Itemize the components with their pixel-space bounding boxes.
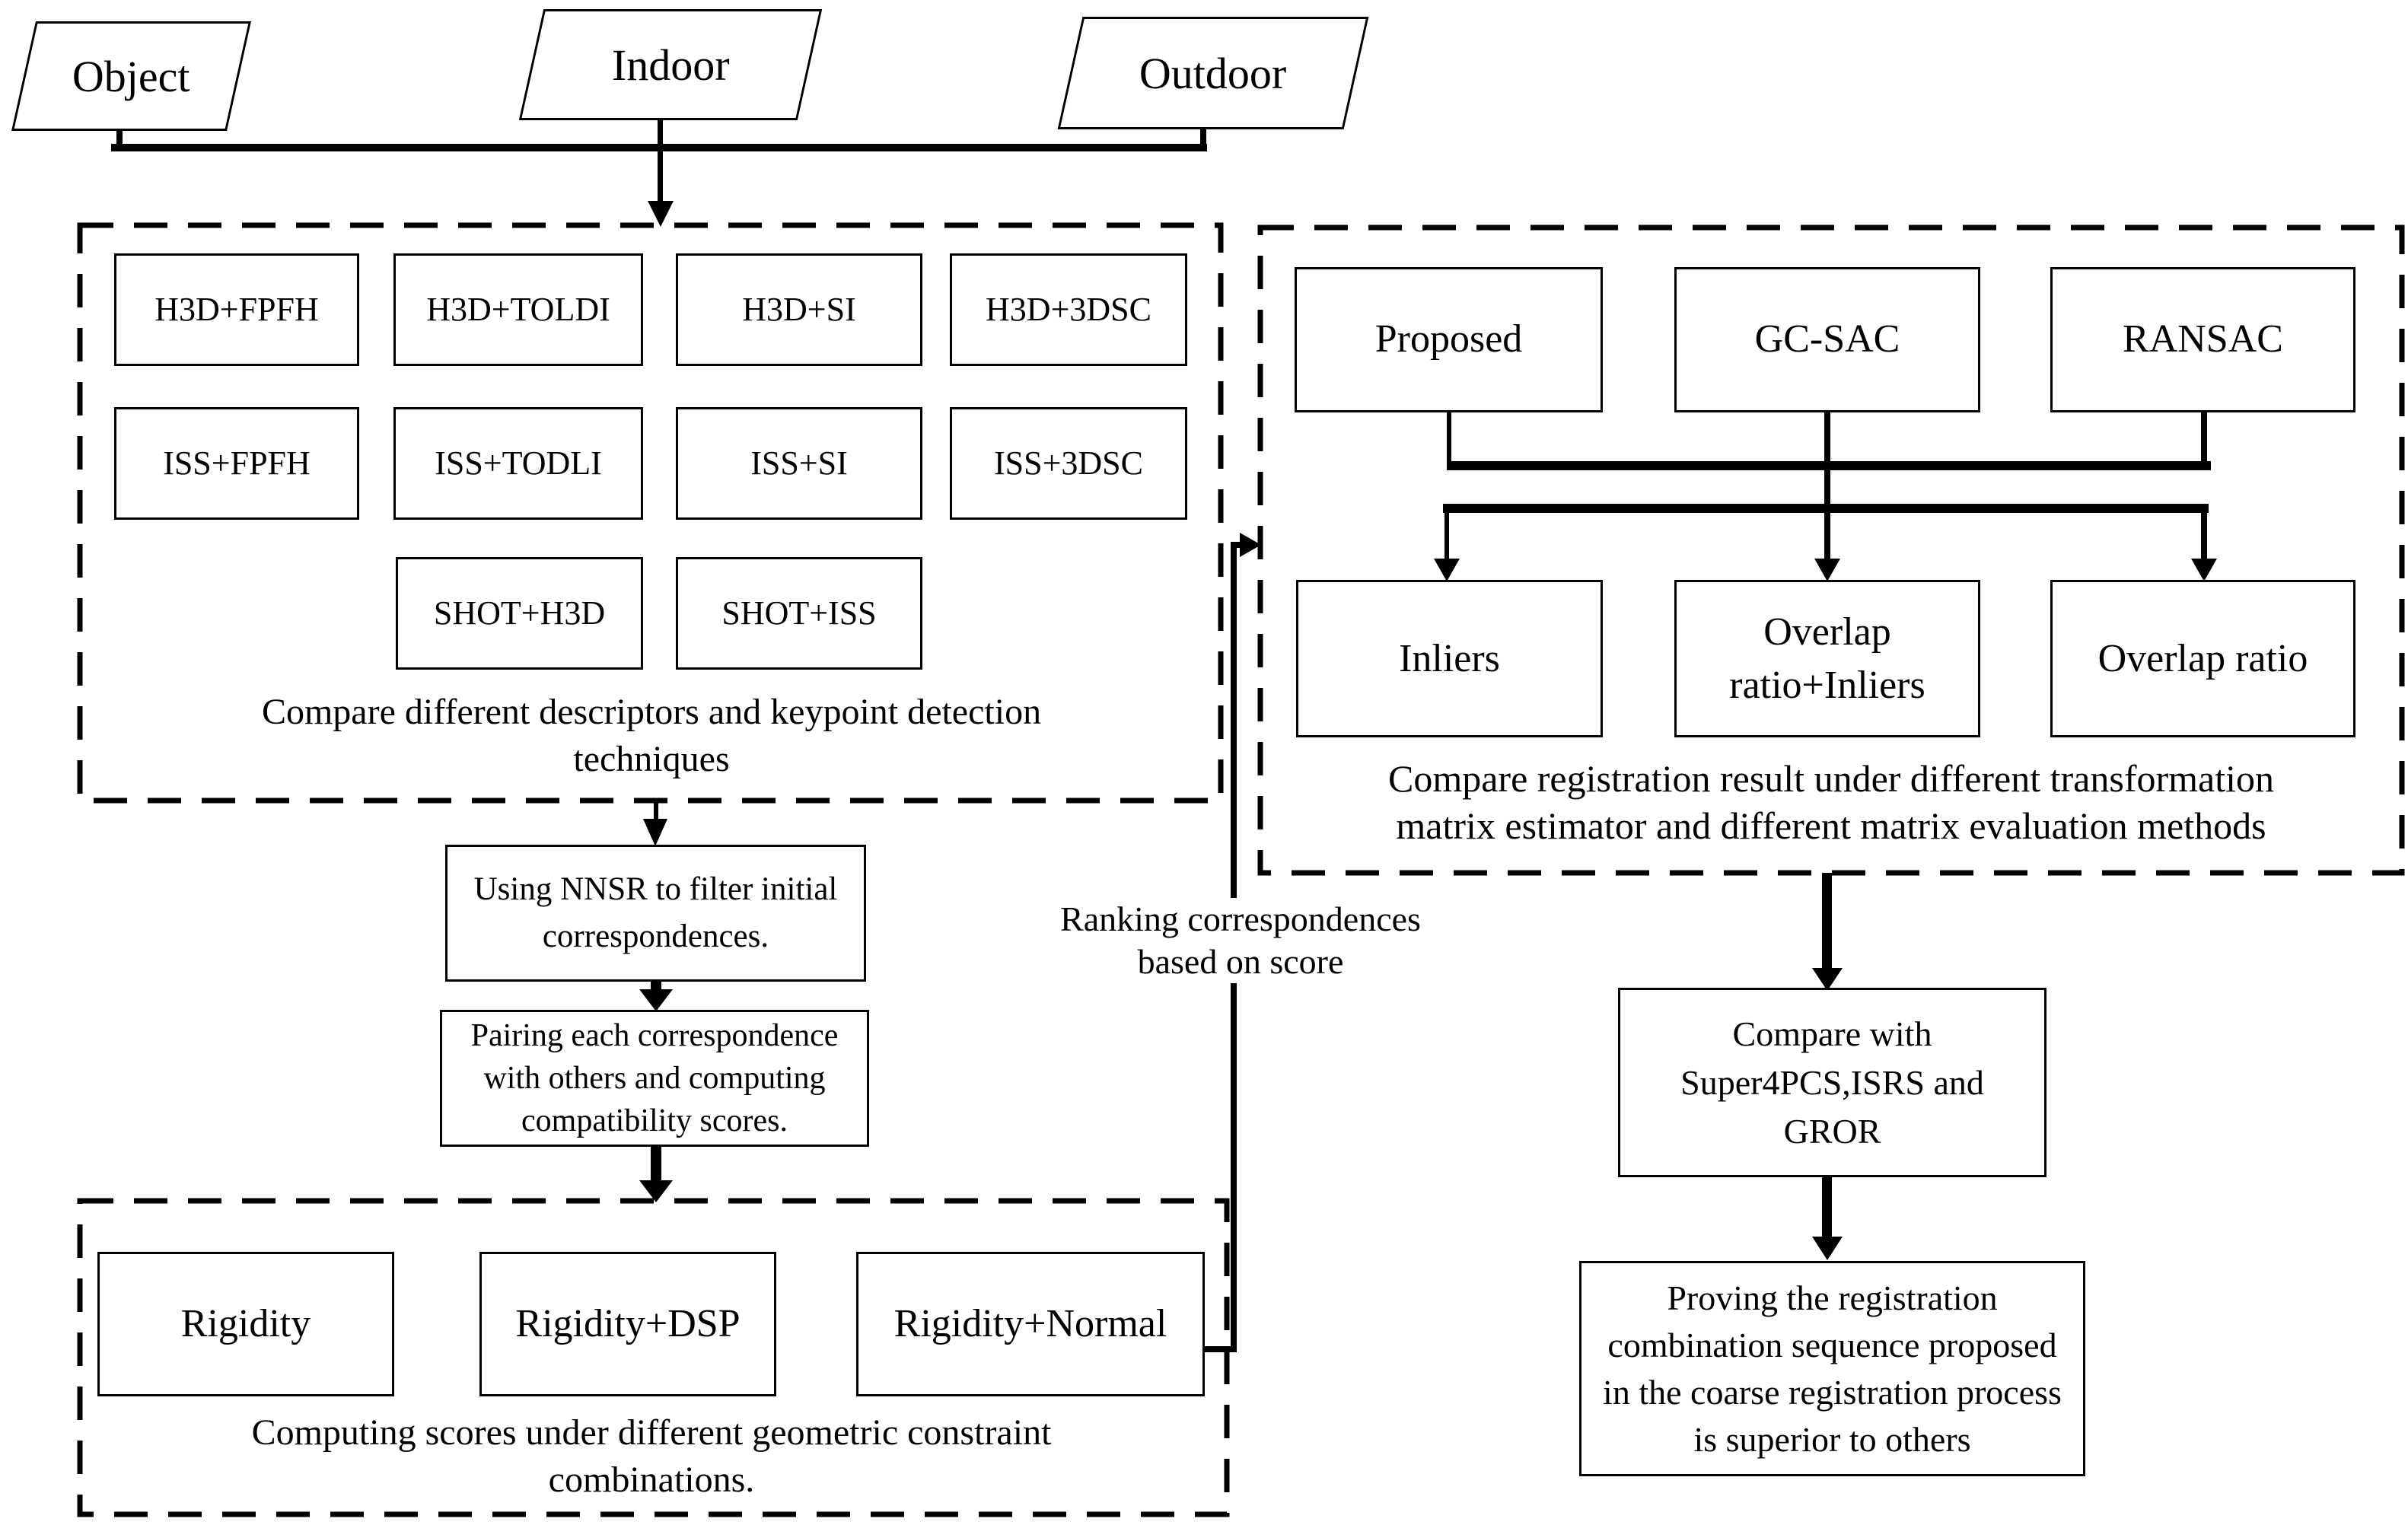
descriptor-box-h3d-fpfh: H3D+FPFH xyxy=(114,253,359,366)
estimator-box-ransac: RANSAC xyxy=(2050,267,2355,412)
descriptor-panel-caption: Compare different descriptors and keypoi… xyxy=(261,692,1042,779)
source-outdoor-label: Outdoor xyxy=(1139,48,1287,98)
descriptor-box-shot-iss: SHOT+ISS xyxy=(676,557,922,670)
descriptor-box-iss-3dsc: ISS+3DSC xyxy=(950,407,1187,520)
estimator-cross-bar xyxy=(1447,461,2211,470)
overlap-ratio-arrowhead xyxy=(2191,559,2217,581)
descriptor-box-label: ISS+3DSC xyxy=(993,444,1143,482)
ransac-stub-line xyxy=(2201,412,2207,466)
panel-to-filter-arrow-stem xyxy=(654,801,658,822)
sources-down-arrowhead xyxy=(648,201,674,227)
overlap-ratio-arrow-stem xyxy=(2201,513,2207,560)
outdoor-stub-line xyxy=(1200,126,1206,148)
descriptor-box-label: SHOT+H3D xyxy=(433,594,606,632)
panel-to-compare-arrow-stem xyxy=(1822,873,1832,971)
inliers-arrow-stem xyxy=(1444,513,1449,560)
inliers-arrowhead xyxy=(1434,559,1460,581)
source-outdoor: Outdoor xyxy=(1057,17,1369,129)
source-indoor: Indoor xyxy=(518,9,823,120)
compare-to-conclusion-arrowhead xyxy=(1812,1237,1843,1260)
overlap-inliers-arrowhead xyxy=(1814,559,1840,581)
filter-to-pairing-arrowhead xyxy=(639,989,673,1011)
ranking-line-arrowhead xyxy=(1240,533,1261,557)
compare-to-conclusion-arrow-stem xyxy=(1822,1177,1832,1240)
descriptor-box-label: ISS+SI xyxy=(750,444,848,482)
estimator-box-gc-sac: GC-SAC xyxy=(1674,267,1980,412)
constraint-box-rigidity: Rigidity xyxy=(97,1252,394,1396)
descriptor-box-label: ISS+FPFH xyxy=(163,444,311,482)
constraint-panel-caption: Computing scores under different geometr… xyxy=(251,1412,1052,1500)
constraint-panel-frame xyxy=(77,1198,1230,1517)
descriptor-box-h3d-3dsc: H3D+3DSC xyxy=(950,253,1187,366)
constraint-box-label: Rigidity+DSP xyxy=(515,1301,741,1345)
estimator-label: GC-SAC xyxy=(1754,317,1900,361)
evaluator-label: Inliers xyxy=(1399,636,1500,680)
descriptor-box-label: H3D+TOLDI xyxy=(426,291,610,329)
registration-panel-caption: Compare registration result under differ… xyxy=(1388,757,2274,847)
estimator-label: RANSAC xyxy=(2123,317,2283,361)
source-indoor-label: Indoor xyxy=(611,40,730,90)
descriptor-box-iss-fpfh: ISS+FPFH xyxy=(114,407,359,520)
descriptor-box-label: ISS+TODLI xyxy=(435,444,602,482)
evaluator-cross-bar xyxy=(1443,504,2209,513)
evaluator-box-inliers: Inliers xyxy=(1296,580,1603,737)
proposed-stub-line xyxy=(1447,412,1451,466)
ranking-line-bottom-elbow xyxy=(1202,1346,1237,1352)
descriptor-panel-frame xyxy=(77,222,1224,804)
ranking-line-top-elbow xyxy=(1231,542,1243,548)
descriptor-box-label: SHOT+ISS xyxy=(721,594,877,632)
overlap-inliers-arrow-stem xyxy=(1824,513,1830,560)
descriptor-box-h3d-si: H3D+SI xyxy=(676,253,922,366)
descriptor-box-label: H3D+SI xyxy=(742,291,856,329)
estimator-box-proposed: Proposed xyxy=(1295,267,1603,412)
evaluator-box-overlap-ratio: Overlap ratio xyxy=(2050,580,2355,737)
source-object-label: Object xyxy=(72,51,190,101)
sources-down-arrow-stem xyxy=(658,120,663,204)
descriptor-box-shot-h3d: SHOT+H3D xyxy=(396,557,643,670)
constraint-box-label: Rigidity xyxy=(180,1301,311,1345)
descriptor-box-label: H3D+3DSC xyxy=(986,291,1151,329)
pairing-to-panel-arrowhead xyxy=(639,1180,673,1202)
registration-panel-frame xyxy=(1257,224,2405,876)
panel-to-compare-arrowhead xyxy=(1812,968,1843,991)
panel-to-filter-arrowhead xyxy=(643,819,667,846)
descriptor-box-iss-todli: ISS+TODLI xyxy=(393,407,643,520)
constraint-box-rigidity-normal: Rigidity+Normal xyxy=(856,1252,1205,1396)
descriptor-box-h3d-toldi: H3D+TOLDI xyxy=(393,253,643,366)
pairing-to-panel-arrow-stem xyxy=(651,1147,661,1183)
descriptor-box-label: H3D+FPFH xyxy=(154,291,319,329)
estimator-label: Proposed xyxy=(1374,317,1523,361)
constraint-box-label: Rigidity+Normal xyxy=(893,1301,1167,1345)
object-stub-line xyxy=(116,129,123,148)
source-object: Object xyxy=(11,21,251,131)
descriptor-box-iss-si: ISS+SI xyxy=(676,407,922,520)
constraint-box-rigidity-dsp: Rigidity+DSP xyxy=(479,1252,776,1396)
evaluator-label: Overlap ratio xyxy=(2097,636,2308,680)
